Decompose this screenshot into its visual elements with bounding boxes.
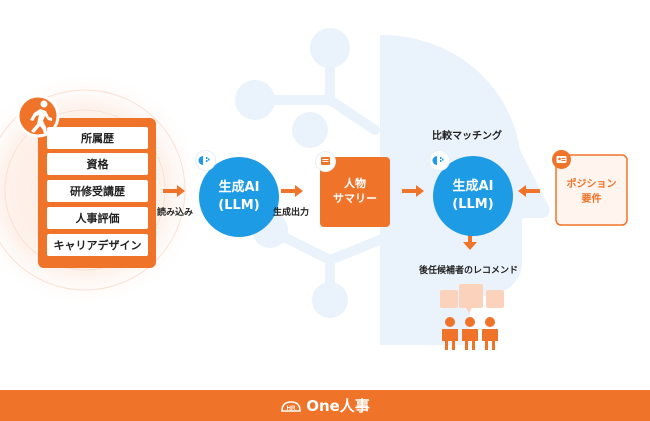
profile-item-evaluation: 人事評価 (47, 207, 148, 229)
ai-2-subtitle: (LLM) (452, 197, 494, 212)
document-icon (316, 152, 335, 171)
arrow-1 (163, 185, 185, 197)
summary-text: 人物 サマリー (320, 176, 390, 206)
id-card-icon (552, 150, 571, 169)
candidates-icon (442, 317, 498, 350)
ai-1-subtitle: (LLM) (218, 198, 260, 213)
profile-item-qualifications: 資格 (47, 153, 148, 175)
arrow-4 (518, 185, 540, 197)
ai-circle-2: 生成AI (LLM) (433, 156, 513, 236)
ai-circle-1: 生成AI (LLM) (199, 157, 279, 237)
ai-2-title: 生成AI (452, 179, 494, 194)
profile-item-training: 研修受講歴 (47, 180, 148, 202)
ai-brain-icon-2 (430, 151, 449, 170)
logo-mark-text: HR (287, 406, 296, 412)
recommend-label: 後任候補者のレコメンド (419, 266, 519, 276)
position-line-1: ポジション (566, 179, 617, 190)
ai-1-title: 生成AI (218, 180, 260, 195)
position-text: ポジション 要件 (556, 177, 627, 207)
position-box (555, 154, 628, 226)
summary-box (320, 157, 390, 227)
profile-item-history: 所属歴 (47, 127, 148, 149)
position-line-2: 要件 (581, 194, 602, 205)
arrow-3 (402, 185, 424, 197)
speech-bubbles (440, 284, 504, 313)
ai-brain-icon (196, 151, 215, 170)
footer-bar: HR One人事 (0, 390, 650, 421)
generate-output-label: 生成出力 (273, 208, 310, 218)
profile-item-career: キャリアデザイン (47, 234, 148, 256)
arrow-down (463, 231, 477, 250)
arrow-2 (281, 185, 303, 197)
brand-name: One人事 (306, 397, 370, 415)
summary-line-1: 人物 (344, 177, 366, 190)
hr-logo-icon: HR (281, 400, 301, 412)
matching-label: 比較マッチング (432, 131, 502, 142)
walking-person-icon (16, 94, 60, 138)
summary-line-2: サマリー (333, 192, 377, 205)
read-label: 読み込み (157, 208, 194, 218)
